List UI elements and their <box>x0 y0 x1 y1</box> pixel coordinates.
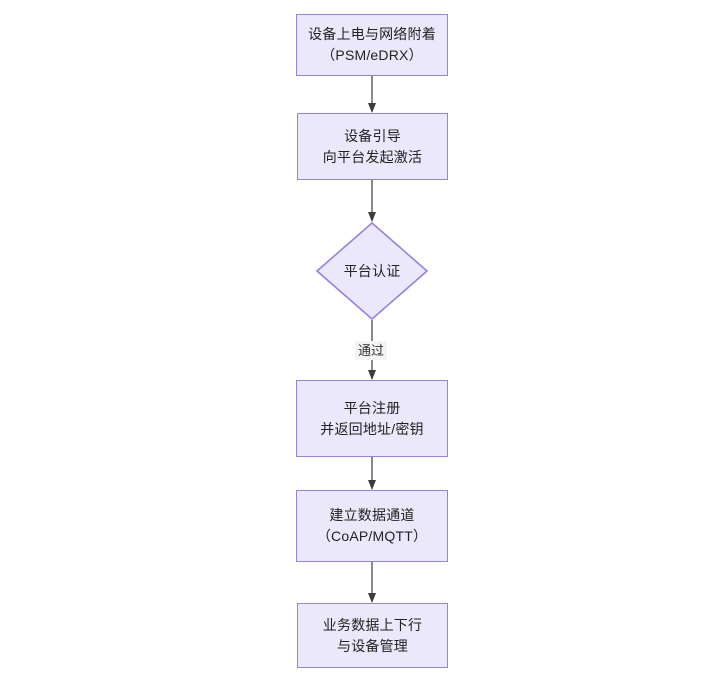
flow-node-data-channel[interactable]: 建立数据通道 （CoAP/MQTT） <box>296 490 448 562</box>
flow-node-label: 平台认证 <box>343 262 401 279</box>
flow-node-label: 业务数据上下行 与设备管理 <box>322 616 423 654</box>
diamond-shape <box>316 222 428 320</box>
flow-node-label: 设备引导 向平台发起激活 <box>322 127 423 165</box>
flow-node-platform-auth[interactable]: 平台认证 <box>316 222 428 320</box>
flow-node-business-data[interactable]: 业务数据上下行 与设备管理 <box>297 603 448 668</box>
flow-node-platform-register[interactable]: 平台注册 并返回地址/密钥 <box>296 380 448 457</box>
flow-node-label: 建立数据通道 （CoAP/MQTT） <box>316 507 428 544</box>
edge-label-pass: 通过 <box>355 341 388 360</box>
flow-node-label: 平台注册 并返回地址/密钥 <box>320 399 424 437</box>
flow-node-label: 设备上电与网络附着 （PSM/eDRX） <box>308 26 436 63</box>
flow-node-device-bootstrap[interactable]: 设备引导 向平台发起激活 <box>297 113 448 180</box>
edge-label-text: 通过 <box>358 343 385 358</box>
flow-node-device-power-on[interactable]: 设备上电与网络附着 （PSM/eDRX） <box>296 14 448 76</box>
